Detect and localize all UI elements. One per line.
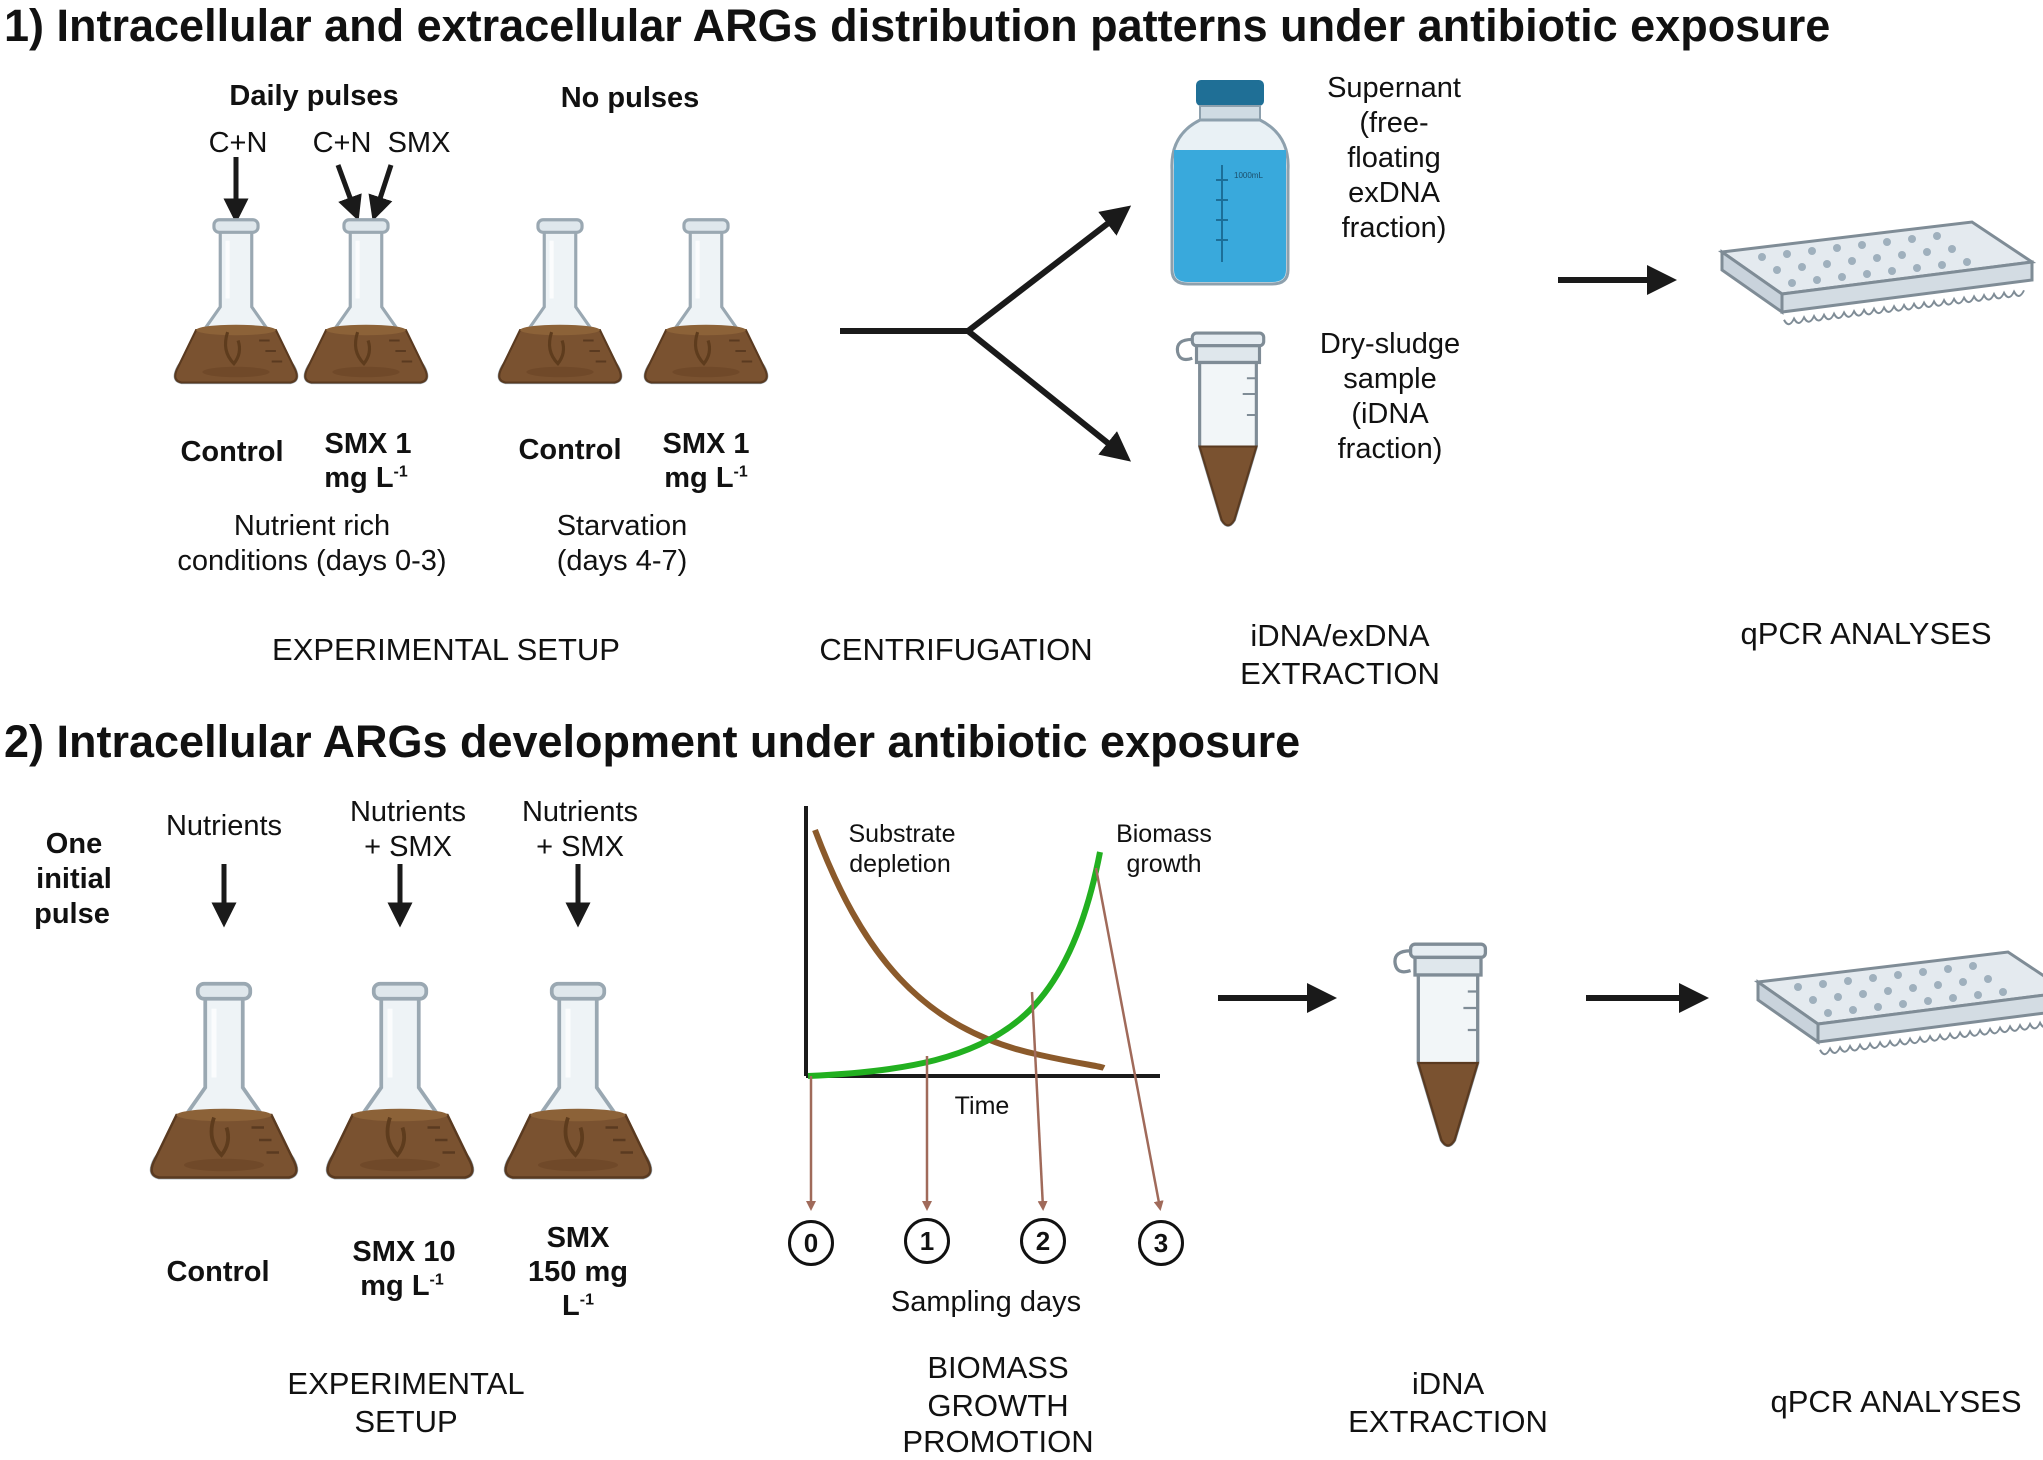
growth-graph <box>804 806 1164 1211</box>
arrow-smx <box>368 164 394 222</box>
flask-label-smx1-a-line1: SMX 1 <box>324 428 412 460</box>
sampling-day-1: 1 <box>904 1218 950 1264</box>
flask-control-2 <box>499 220 621 383</box>
no-pulses-label: No pulses <box>560 82 700 114</box>
nutrients-smx-b-line1: Nutrients <box>521 796 639 828</box>
biomass-label-line2: growth <box>1126 850 1202 878</box>
cn-label-1: C+N <box>208 127 268 159</box>
caption-extraction-1-line1: iDNA/exDNA <box>1250 618 1430 653</box>
tube-sludge-2 <box>1393 942 1488 1148</box>
flask-label-smx10-line1: SMX 10 <box>352 1236 456 1268</box>
flask-label-smx1-a-line2: mg L-1 <box>324 462 408 494</box>
caption-extraction-1-line2: EXTRACTION <box>1240 656 1440 691</box>
caption-centrifugation: CENTRIFUGATION <box>819 632 1093 667</box>
supernatant-line1: Supernant <box>1327 72 1461 104</box>
one-initial-pulse-line1: One <box>45 828 103 860</box>
supernatant-line5: fraction) <box>1341 212 1447 244</box>
qpcr-plate-1 <box>1720 220 2034 327</box>
caption-qpcr-2: qPCR ANALYSES <box>1770 1384 2022 1419</box>
dry-sludge-line1: Dry-sludge <box>1319 328 1461 360</box>
qpcr-plate-2 <box>1756 950 2043 1057</box>
sampling-day-2: 2 <box>1020 1218 1066 1264</box>
caption-qpcr-1: qPCR ANALYSES <box>1740 616 1992 651</box>
starvation-line1: Starvation <box>556 510 688 542</box>
substrate-label-line1: Substrate <box>848 820 956 848</box>
supernatant-bottle: 1000mL <box>1170 80 1290 286</box>
dry-sludge-line4: fraction) <box>1337 433 1443 465</box>
one-initial-pulse-line3: pulse <box>34 898 110 930</box>
caption-extraction-2-line2: EXTRACTION <box>1348 1404 1548 1439</box>
flask-smx1-b <box>645 220 767 383</box>
biomass-label-line1: Biomass <box>1116 820 1212 848</box>
nutrients-smx-a-line2: + SMX <box>364 831 452 863</box>
branch-arrow-down <box>966 328 1132 462</box>
flask-smx10 <box>328 984 473 1178</box>
caption-biomass-line3: PROMOTION <box>902 1424 1094 1459</box>
flask-control-s2 <box>152 984 297 1178</box>
arrow-cn-2 <box>335 164 362 222</box>
flask-smx1-a <box>305 220 427 383</box>
nutrients-smx-a-line1: Nutrients <box>349 796 467 828</box>
flask-label-smx150-line2: 150 mg <box>528 1256 628 1288</box>
branch-arrow-up <box>966 205 1132 334</box>
flask-label-smx10-line2: mg L-1 <box>360 1270 444 1302</box>
sampling-day-3: 3 <box>1138 1220 1184 1266</box>
sampling-line-3 <box>1094 867 1164 1211</box>
flask-label-smx1-b-line2: mg L-1 <box>664 462 748 494</box>
dry-sludge-line2: sample <box>1343 363 1437 395</box>
caption-setup-2-line1: EXPERIMENTAL <box>287 1366 525 1401</box>
substrate-label-line2: depletion <box>849 850 951 878</box>
nutrient-rich-line2: conditions (days 0-3) <box>177 545 447 577</box>
flask-label-smx1-b-line1: SMX 1 <box>662 428 750 460</box>
nutrients-label: Nutrients <box>165 810 283 842</box>
flask-label-smx150-line3: L-1 <box>562 1290 594 1322</box>
daily-pulses-label: Daily pulses <box>229 80 399 112</box>
section2-title: 2) Intracellular ARGs development under … <box>4 716 1301 767</box>
smx-label: SMX <box>387 127 451 159</box>
flask-smx150 <box>506 984 651 1178</box>
one-initial-pulse-line2: initial <box>36 863 112 895</box>
graph-time-label: Time <box>954 1092 1010 1120</box>
dry-sludge-line3: (iDNA <box>1351 398 1429 430</box>
flask-control-1 <box>175 220 297 383</box>
starvation-line2: (days 4-7) <box>556 545 688 577</box>
caption-biomass-line1: BIOMASS <box>927 1350 1069 1385</box>
caption-setup-2-line2: SETUP <box>354 1404 458 1439</box>
flask-label-control-1: Control <box>180 436 284 468</box>
supernatant-line3: floating <box>1347 142 1441 174</box>
supernatant-line4: exDNA <box>1348 177 1440 209</box>
caption-extraction-2-line1: iDNA <box>1411 1366 1485 1401</box>
flask-label-smx150-line1: SMX <box>546 1222 610 1254</box>
tube-sludge-1 <box>1175 331 1266 527</box>
substrate-curve <box>812 828 1106 1071</box>
bottle-volume-mark: 1000mL <box>1234 171 1263 180</box>
flask-label-control-s2: Control <box>166 1256 270 1288</box>
sampling-line-2 <box>1030 991 1048 1211</box>
sampling-day-0: 0 <box>788 1220 834 1266</box>
sampling-days-label: Sampling days <box>890 1286 1082 1318</box>
caption-biomass-line2: GROWTH <box>927 1388 1069 1423</box>
nutrients-smx-b-line2: + SMX <box>536 831 624 863</box>
biomass-curve <box>807 851 1103 1079</box>
supernatant-line2: (free- <box>1359 107 1429 139</box>
cn-label-2: C+N <box>312 127 372 159</box>
nutrient-rich-line1: Nutrient rich <box>233 510 391 542</box>
section1-title: 1) Intracellular and extracellular ARGs … <box>4 0 1831 51</box>
flask-label-control-2: Control <box>518 434 622 466</box>
caption-experimental-setup-1: EXPERIMENTAL SETUP <box>272 632 620 667</box>
